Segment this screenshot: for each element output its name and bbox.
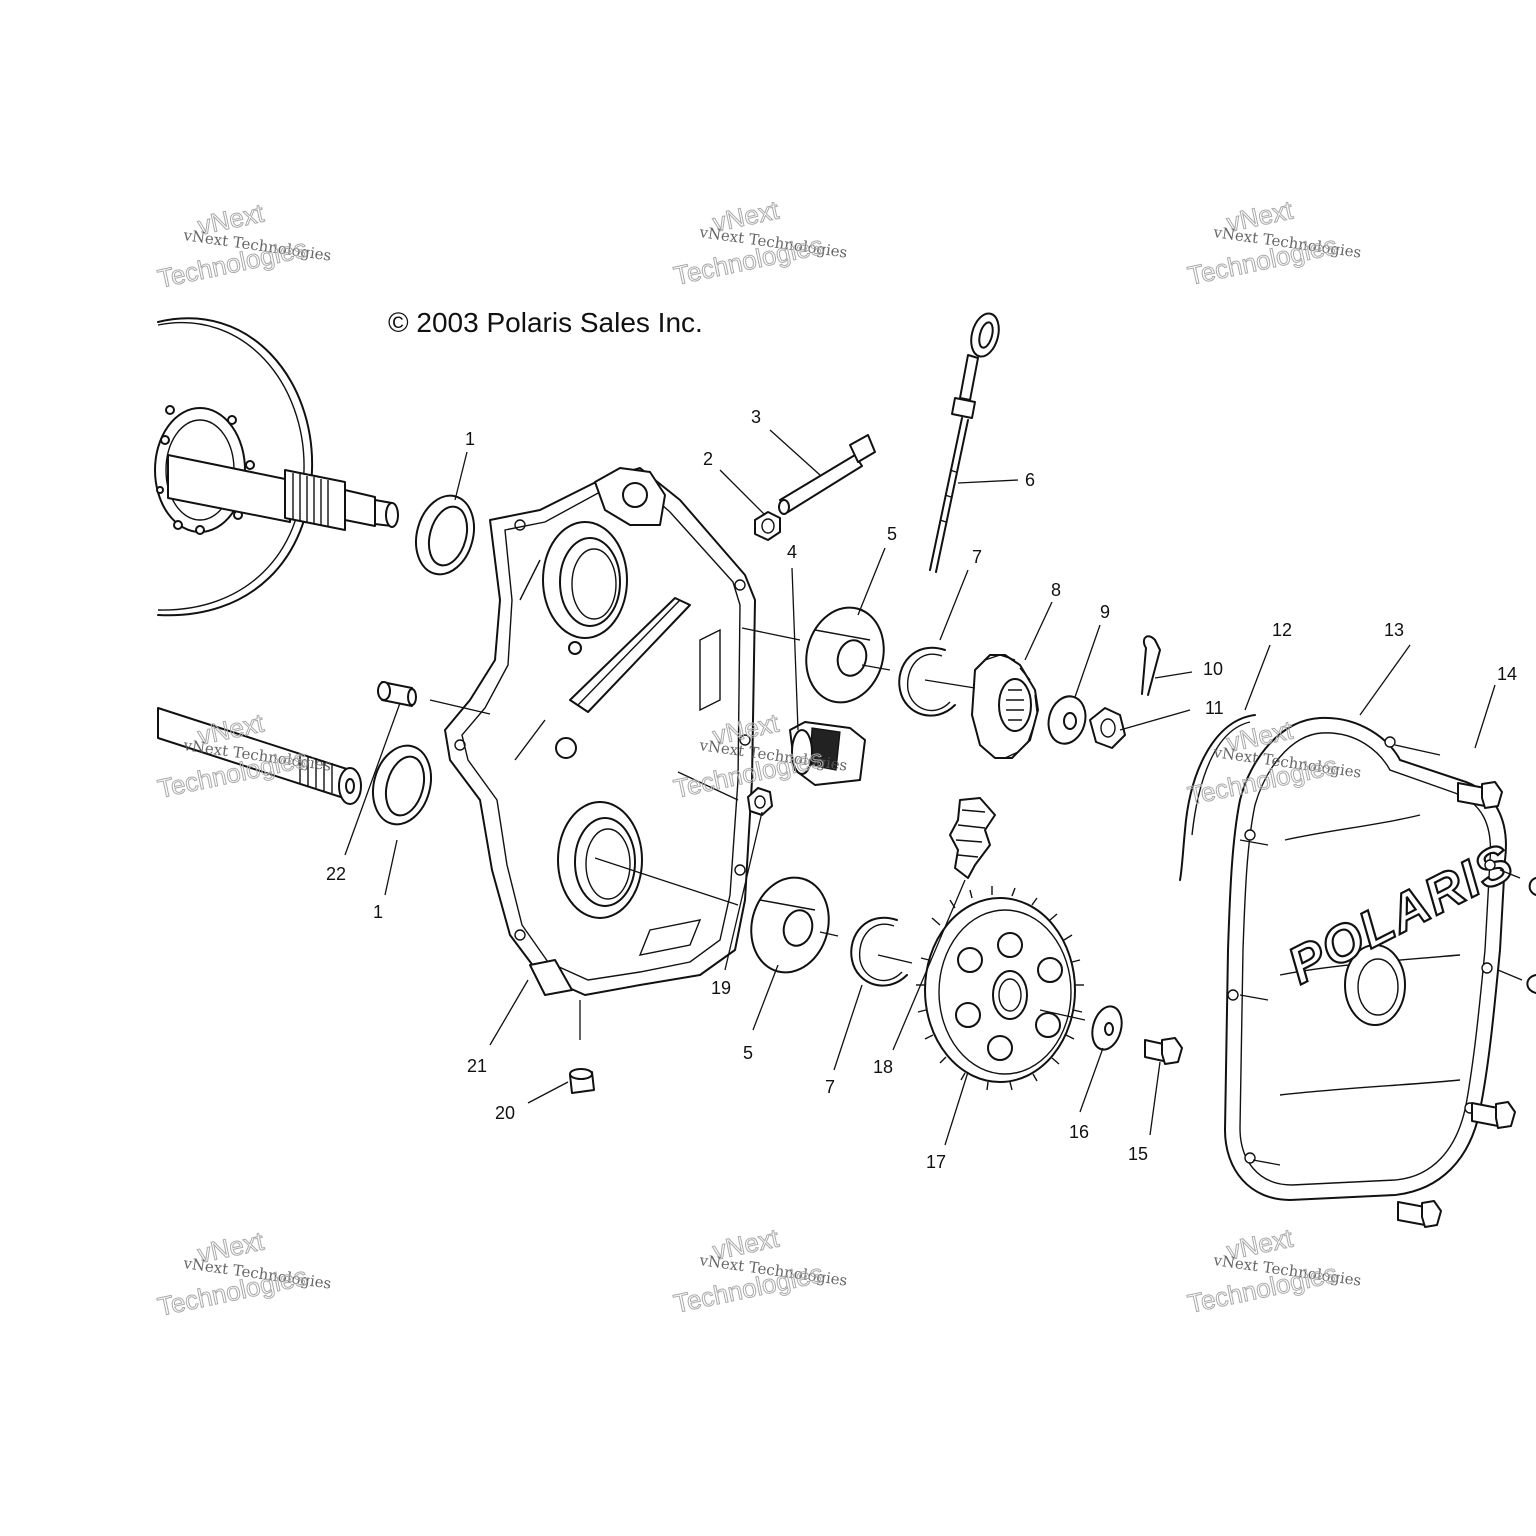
cover-bolt-bottom <box>1397 1200 1442 1228</box>
watermark-top-left: vNext vNext Technologies Technologies <box>155 197 333 294</box>
chaincase-cover: POLARIS <box>1224 716 1525 1201</box>
watermark-bottom-left: vNext vNext Technologies Technologies <box>155 1225 333 1322</box>
snap-ring-lower <box>850 916 908 987</box>
nut-19 <box>747 787 773 816</box>
callout-22: 22 <box>326 864 346 884</box>
callout-7-upper: 7 <box>972 547 982 567</box>
watermark-top-center: vNext vNext Technologies Technologies <box>671 194 849 291</box>
drive-chain <box>949 797 996 879</box>
callout-1-lower: 1 <box>373 902 383 922</box>
cover-bolt-edge-2 <box>1526 974 1536 994</box>
watermark-bottom-center: vNext vNext Technologies Technologies <box>671 1222 849 1319</box>
callout-21: 21 <box>467 1056 487 1076</box>
callout-12: 12 <box>1272 620 1292 640</box>
callout-13: 13 <box>1384 620 1404 640</box>
callout-1-upper: 1 <box>465 429 475 449</box>
cover-bolt-edge <box>1528 877 1536 896</box>
castle-nut <box>1089 707 1126 749</box>
callout-7-lower: 7 <box>825 1077 835 1097</box>
drain-plug <box>569 1068 595 1094</box>
callout-11: 11 <box>1205 698 1224 718</box>
callout-15: 15 <box>1128 1144 1148 1164</box>
cover-bolt-top <box>1457 781 1503 809</box>
cover-gasket <box>1179 714 1256 881</box>
callout-14: 14 <box>1497 664 1517 684</box>
callout-17: 17 <box>926 1152 946 1172</box>
watermark-bottom-right: vNext vNext Technologies Technologies <box>1185 1222 1363 1319</box>
tensioner-bolt <box>778 434 876 515</box>
driven-sprocket <box>916 886 1084 1091</box>
callout-20: 20 <box>495 1103 515 1123</box>
upper-drive-shaft <box>167 454 399 531</box>
cover-bolt-lower <box>1471 1101 1516 1129</box>
watermark-top-right: vNext vNext Technologies Technologies <box>1185 194 1363 291</box>
copyright-text: © 2003 Polaris Sales Inc. <box>388 307 703 338</box>
callout-2: 2 <box>703 449 713 469</box>
callout-9: 9 <box>1100 602 1110 622</box>
callout-18: 18 <box>873 1057 893 1077</box>
callout-8: 8 <box>1051 580 1061 600</box>
snap-ring-upper <box>898 646 956 717</box>
drive-disc <box>154 317 314 617</box>
washer-9 <box>1047 695 1087 745</box>
washer-16 <box>1091 1005 1123 1051</box>
chain-tensioner <box>789 721 866 786</box>
bearing-upper <box>805 606 885 704</box>
cotter-pin <box>1141 635 1161 696</box>
callout-numbers: 1 2 3 4 5 6 7 8 9 10 11 12 13 14 15 16 1… <box>326 407 1517 1172</box>
callout-6: 6 <box>1025 470 1035 490</box>
drive-sprocket <box>971 654 1039 759</box>
seal-upper <box>415 494 475 576</box>
bolt-15 <box>1144 1037 1183 1065</box>
seal-lower <box>372 744 432 826</box>
callout-5-lower: 5 <box>743 1043 753 1063</box>
dipstick <box>929 312 1000 573</box>
callout-19: 19 <box>711 978 731 998</box>
callout-10: 10 <box>1203 659 1223 679</box>
callout-5-upper: 5 <box>887 524 897 544</box>
chaincase-housing <box>444 467 756 996</box>
leader-lines <box>344 429 1523 1166</box>
callout-4: 4 <box>787 542 797 562</box>
callout-3: 3 <box>751 407 761 427</box>
dowel-pin <box>377 681 417 707</box>
nut-2 <box>754 511 781 541</box>
callout-16: 16 <box>1069 1122 1089 1142</box>
lower-drive-shaft <box>157 707 362 805</box>
bearing-lower <box>750 876 830 974</box>
watermark-mid-left: vNext vNext Technologies Technologies <box>155 707 333 804</box>
